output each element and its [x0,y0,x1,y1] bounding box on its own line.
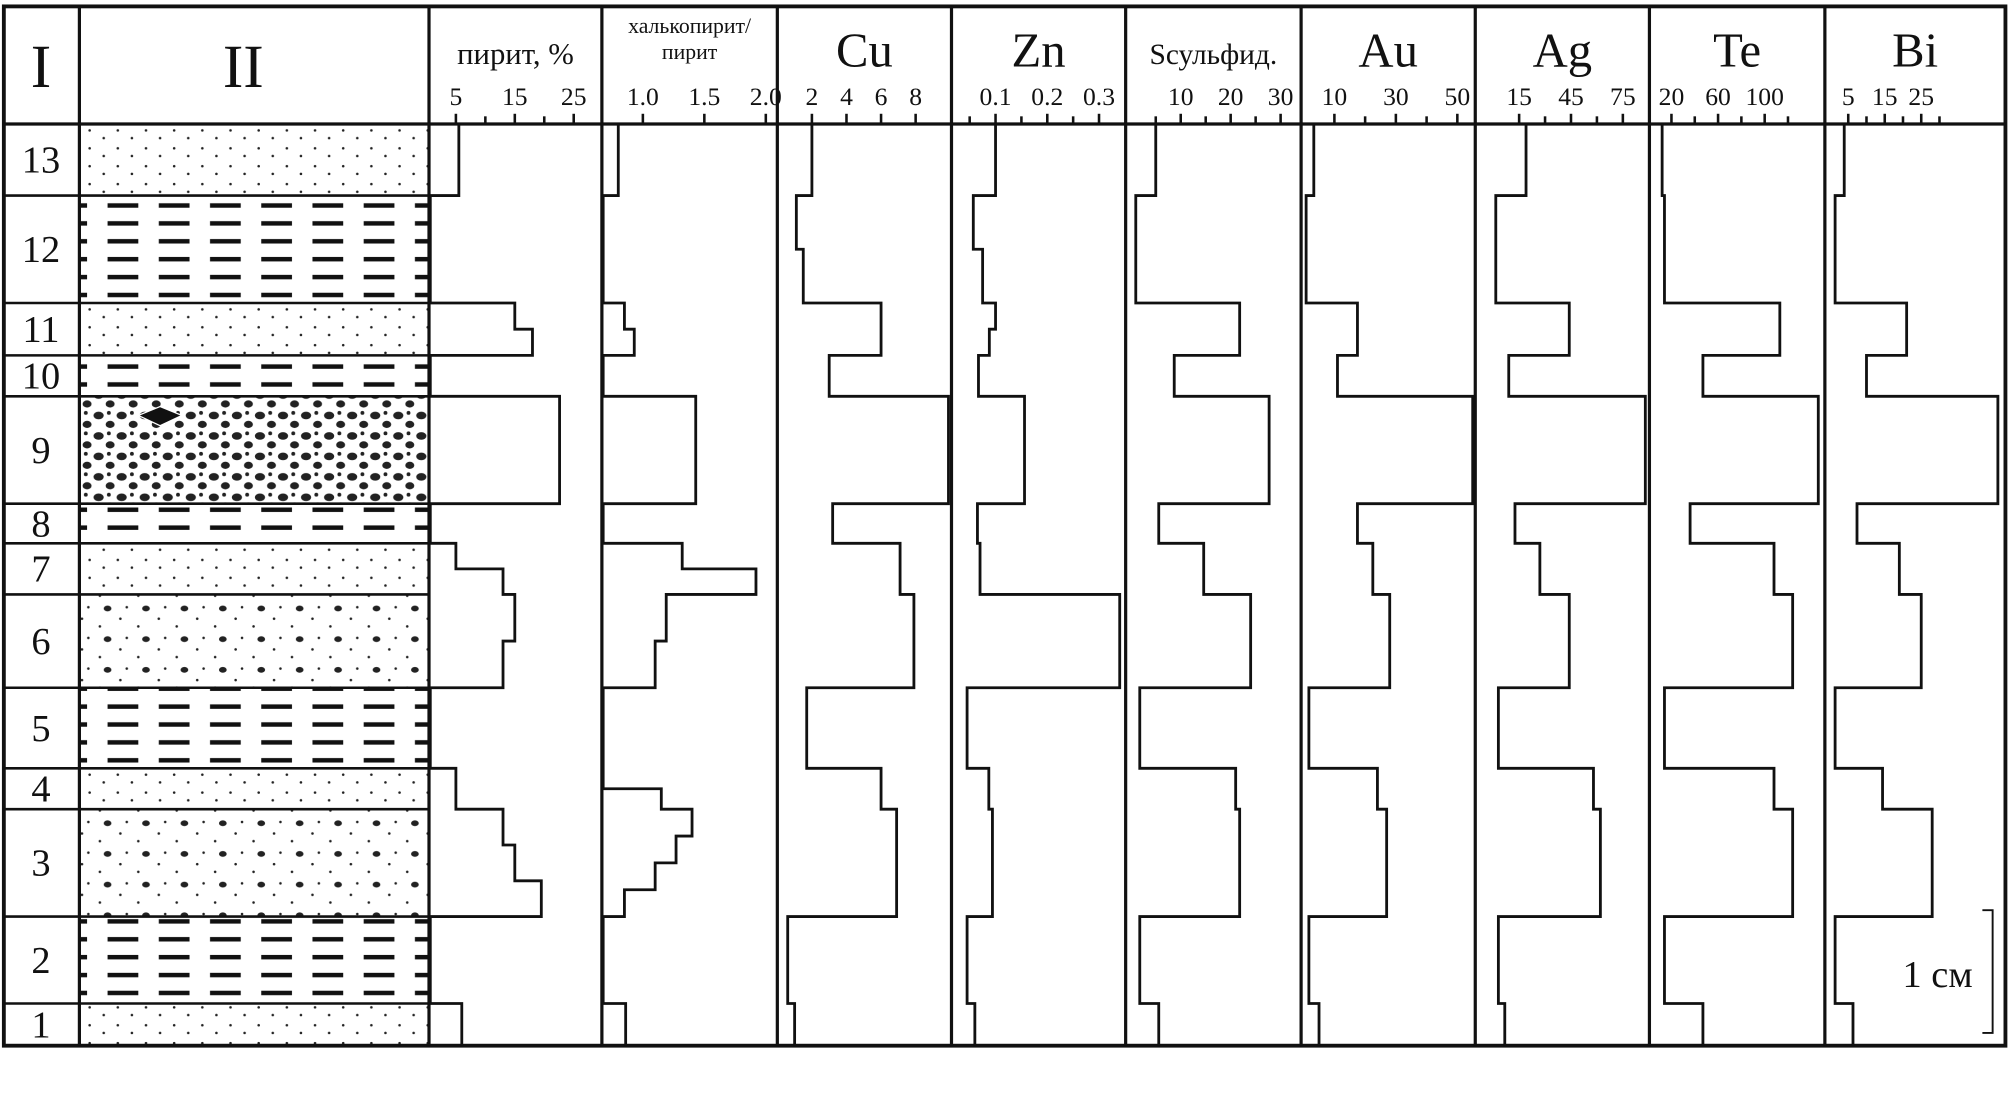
lithology-dots-gravel [79,809,430,917]
tick-label: 8 [909,82,922,111]
tick-label: 25 [1908,82,1934,111]
lithology-dots-gravel [79,594,430,688]
layer-number: 2 [31,940,50,982]
profile-line-0 [428,123,561,1046]
layer-number: 9 [31,430,50,472]
tick-label: 0.1 [980,82,1012,111]
lithology-dashes [79,355,430,397]
layer-number: 5 [31,708,50,750]
tick-label: 20 [1659,82,1685,111]
tick-label: 75 [1610,82,1636,111]
tick-label: 6 [875,82,888,111]
series-title: Te [1713,24,1761,78]
tick-label: 5 [449,82,462,111]
column-I-header: I [31,33,51,101]
tick-label: 5 [1842,82,1855,111]
profile-line-7 [1660,123,1820,1046]
profile-line-8 [1833,123,2000,1046]
profile-line-4 [1134,123,1271,1046]
layer-number: 8 [31,503,50,545]
layer-number: 13 [22,140,60,182]
tick-label: 1.5 [688,82,720,111]
scale-bar-label: 1 см [1902,954,1972,996]
tick-label: 30 [1383,82,1409,111]
lithology-dashes [79,916,430,1004]
tick-label: 0.2 [1031,82,1063,111]
lithology-gravel [79,396,430,504]
tick-label: 10 [1168,82,1194,111]
outer-border [1,4,2008,1048]
series-title: Au [1358,24,1417,78]
tick-label: 15 [502,82,528,111]
series-title: халькопирит/ [628,14,752,38]
layer-number: 1 [31,1004,50,1046]
tick-label: 45 [1558,82,1584,111]
ore-lens-icon [136,405,184,427]
series-title: Bi [1892,24,1938,78]
lithology-column [79,124,430,1046]
lithology-dots [79,543,430,595]
lithology-dots [79,302,430,356]
layer-number: 7 [31,549,50,591]
lithology-dashes [79,503,430,544]
tick-label: 100 [1745,82,1783,111]
scale-bar: 1 см [1902,909,1994,1034]
profile-line-1 [601,123,758,1046]
tick-label: 15 [1506,82,1532,111]
profiles [428,123,2000,1046]
lithology-dashes [79,687,430,769]
tick-label: 4 [840,82,853,111]
lithology-dots [79,124,430,196]
profile-line-5 [1304,123,1475,1046]
layer-number: 6 [31,621,50,663]
layer-number: 4 [31,769,50,811]
layer-numbers: 13 12 11 10 9 87 6 5 4 3 2 1 [22,140,60,1047]
tick-label: 2 [806,82,819,111]
series-title: пирит, % [457,37,574,71]
tick-label: 20 [1218,82,1244,111]
tick-label: 1.0 [627,82,659,111]
layer-number: 3 [31,843,50,885]
tick-label: 15 [1872,82,1898,111]
tick-label: 0.3 [1083,82,1115,111]
series-title: Sсульфид. [1150,39,1278,71]
tick-label: 25 [561,82,587,111]
layer-number: 11 [22,309,59,351]
tick-label: 10 [1322,82,1348,111]
series-title: Cu [836,24,893,78]
lithology-dots [79,1003,430,1046]
layer-number: 12 [22,229,60,271]
series-title: Zn [1012,24,1066,78]
tick-label: 50 [1445,82,1471,111]
series-title: Ag [1533,24,1592,78]
profile-line-3 [965,123,1122,1046]
column-II-header: II [223,33,264,101]
lithology-dots [79,768,430,810]
tick-label: 30 [1268,82,1294,111]
lithology-dashes [79,195,430,303]
series-title-line2: пирит [662,40,718,64]
layer-number: 10 [22,356,60,398]
profile-line-6 [1494,123,1647,1046]
tick-label: 2.0 [750,82,782,111]
table-frame [1,4,2008,1048]
tick-label: 60 [1705,82,1731,111]
profile-line-2 [786,123,950,1046]
